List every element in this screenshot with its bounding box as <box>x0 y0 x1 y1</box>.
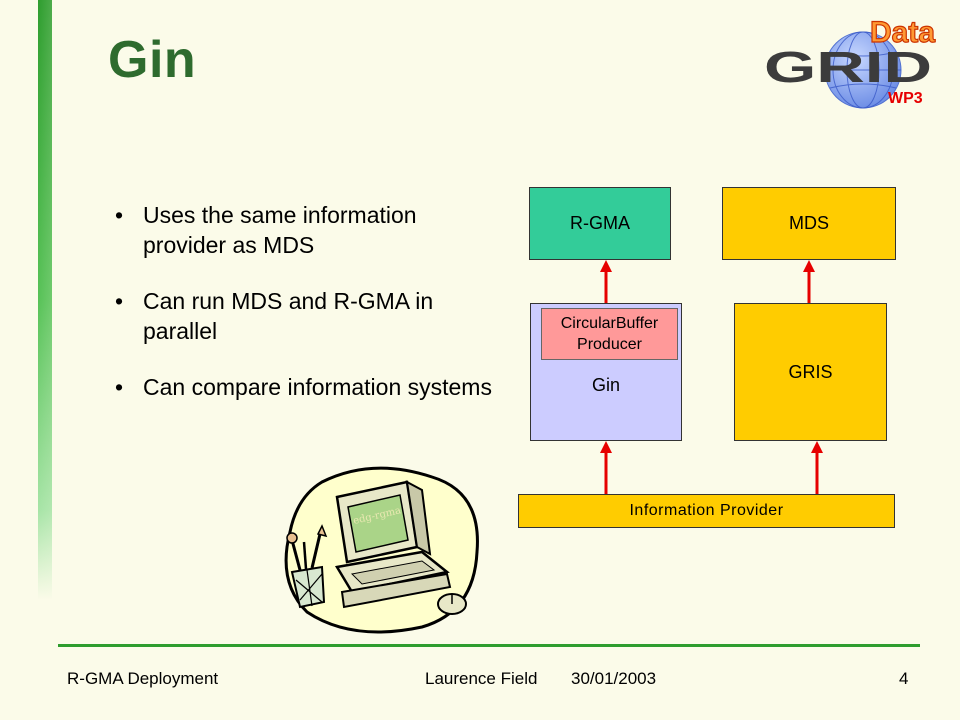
circular-buffer-label-line2: Producer <box>577 336 642 353</box>
slide-title: Gin <box>108 31 197 89</box>
arrowhead <box>803 260 815 272</box>
footer-author: Laurence Field <box>425 669 538 688</box>
gris-box: GRIS <box>734 303 887 441</box>
bullet-dot: • <box>115 374 124 400</box>
mds-label: MDS <box>789 213 829 233</box>
circular-buffer-label-line1: CircularBuffer <box>560 315 659 332</box>
gin-label: Gin <box>591 375 620 395</box>
logo-wp3-text: WP3 <box>888 90 923 107</box>
monitor-screen <box>347 494 409 553</box>
left-accent-bar-fade <box>38 0 52 600</box>
footer-divider <box>58 644 920 647</box>
bullet-item: • Uses the same information provider as … <box>115 200 495 260</box>
information-provider-label: Information Provider <box>629 502 784 519</box>
arrowhead <box>600 260 612 272</box>
bullet-item: • Can compare information systems <box>115 372 495 402</box>
bullet-item: • Can run MDS and R-GMA in parallel <box>115 286 495 346</box>
bullet-list: • Uses the same information provider as … <box>115 200 495 428</box>
mds-box: MDS <box>722 187 896 260</box>
footer-presentation-title: R-GMA Deployment <box>67 669 219 688</box>
bullet-text: Can compare information systems <box>143 374 492 400</box>
left-accent-bar <box>38 0 52 600</box>
circular-buffer-producer-box: CircularBuffer Producer <box>541 308 678 360</box>
bullet-text: Uses the same information provider as MD… <box>143 202 417 258</box>
information-provider-box: Information Provider <box>518 494 895 528</box>
logo-grid-text: GRID <box>764 43 932 92</box>
bullet-text: Can run MDS and R-GMA in parallel <box>143 288 434 344</box>
footer-date: 30/01/2003 <box>571 669 657 688</box>
logo-data-text: Data <box>870 16 935 49</box>
computer-clipart: edg-rgma <box>284 466 479 634</box>
bullet-dot: • <box>115 202 124 228</box>
footer-page-number: 4 <box>899 669 909 688</box>
bullet-dot: • <box>115 288 124 314</box>
arrowhead <box>811 441 823 453</box>
gris-label: GRIS <box>788 361 833 382</box>
rgma-box: R-GMA <box>529 187 671 260</box>
rgma-label: R-GMA <box>570 213 630 233</box>
datagrid-logo: Data GRID WP3 <box>764 15 936 109</box>
arrowhead <box>600 441 612 453</box>
